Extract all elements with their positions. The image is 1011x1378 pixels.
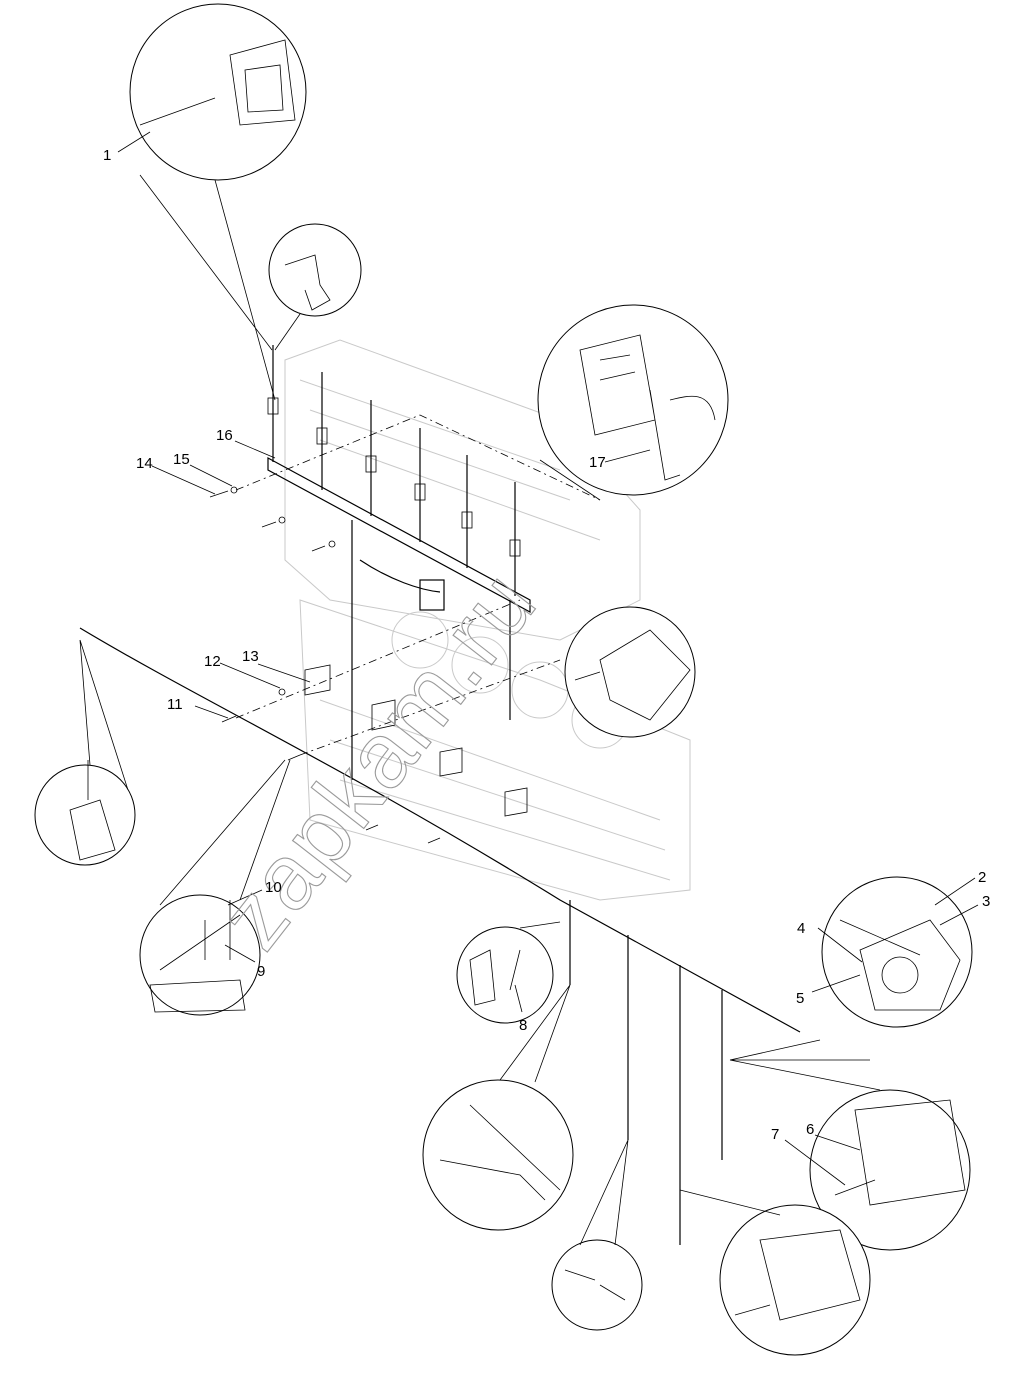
engine-block-ghost xyxy=(284,339,691,901)
fasteners xyxy=(209,486,441,844)
callout-15: 15 xyxy=(173,451,190,468)
callout-10: 10 xyxy=(265,879,282,896)
injector-connectors xyxy=(267,345,521,596)
callout-14: 14 xyxy=(136,455,153,472)
callout-4: 4 xyxy=(797,920,805,937)
callout-16: 16 xyxy=(216,427,233,444)
callout-labels: 1 2 3 4 5 6 7 8 9 10 11 12 13 14 15 16 1… xyxy=(103,147,990,1143)
detail-bubble-2-5 xyxy=(821,876,973,1028)
callout-leaders xyxy=(117,131,979,1186)
detail-bubble-6-7 xyxy=(809,1089,971,1251)
callout-1: 1 xyxy=(103,147,111,164)
injector-harness-rail xyxy=(267,345,531,780)
callout-2: 2 xyxy=(978,869,986,886)
detail-bubble-1 xyxy=(129,3,307,181)
watermark: zapkam.ru xyxy=(200,552,556,967)
callout-6: 6 xyxy=(806,1121,814,1138)
detail-bubbles xyxy=(34,3,973,1356)
callout-3: 3 xyxy=(982,893,990,910)
detail-bubble-pump-bottom xyxy=(719,1204,871,1356)
detail-bubble-left xyxy=(34,764,136,866)
detail-bubble-pump-top xyxy=(564,606,696,738)
detail-bubble-8 xyxy=(456,926,554,1024)
callout-8: 8 xyxy=(519,1017,527,1034)
callout-5: 5 xyxy=(796,990,804,1007)
brackets xyxy=(304,664,528,817)
callout-7: 7 xyxy=(771,1126,779,1143)
detail-bubble-connector xyxy=(268,223,362,317)
callout-9: 9 xyxy=(257,963,265,980)
detail-bubble-bottom xyxy=(551,1239,643,1331)
detail-bubble-ecu xyxy=(537,304,729,496)
callout-11: 11 xyxy=(167,696,183,713)
callout-13: 13 xyxy=(242,648,259,665)
detail-bubble-sensor xyxy=(422,1079,574,1231)
main-harness-trunk xyxy=(79,627,801,1245)
assembly-lines xyxy=(235,414,601,756)
callout-12: 12 xyxy=(204,653,221,670)
callout-17: 17 xyxy=(589,454,606,471)
